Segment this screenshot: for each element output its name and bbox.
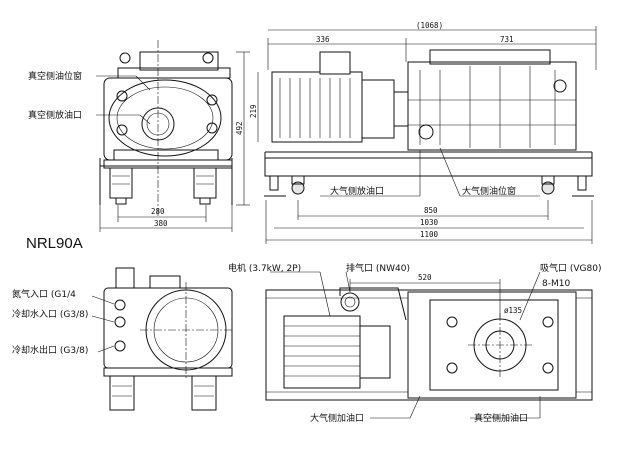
label-cooling-in: 冷却水入口 (G3/8)	[12, 308, 88, 320]
label-intake: 吸气口 (VG80)	[540, 262, 601, 274]
label-vac-oil-drain: 真空侧放油口	[28, 109, 82, 121]
side-view	[257, 26, 597, 244]
dim-135: ø135	[504, 306, 522, 315]
label-vac-oil-window: 真空侧油位窗	[28, 70, 82, 82]
dim-219: 219	[249, 104, 258, 118]
dim-731: 731	[500, 35, 514, 44]
label-atm-oil-drain: 大气侧放油口	[330, 185, 384, 197]
label-atm-oil-window: 大气侧油位窗	[462, 185, 516, 197]
label-exhaust: 排气口 (NW40)	[346, 262, 410, 274]
dim-1068: (1068)	[416, 21, 443, 30]
dim-1030: 1030	[420, 218, 439, 227]
front-view	[96, 40, 250, 232]
model-name: NRL90A	[26, 235, 83, 252]
rear-view	[91, 267, 233, 411]
label-bolts: 8-M10	[542, 279, 570, 289]
dim-520: 520	[418, 273, 432, 282]
label-motor: 电机 (3.7kW, 2P)	[228, 262, 301, 274]
label-vac-oil-fill: 真空侧加油口	[474, 412, 528, 424]
dim-280: 280	[151, 207, 165, 216]
label-atm-oil-fill: 大气侧加油口	[310, 412, 364, 424]
label-nitrogen-inlet: 氮气入口 (G1/4	[12, 288, 76, 300]
dim-380: 380	[154, 219, 168, 228]
dim-1100: 1100	[420, 230, 439, 239]
dim-336: 336	[316, 35, 330, 44]
dim-850: 850	[424, 206, 438, 215]
label-cooling-out: 冷却水出口 (G3/8)	[12, 344, 88, 356]
dim-492: 492	[235, 121, 244, 135]
top-view	[265, 271, 593, 419]
